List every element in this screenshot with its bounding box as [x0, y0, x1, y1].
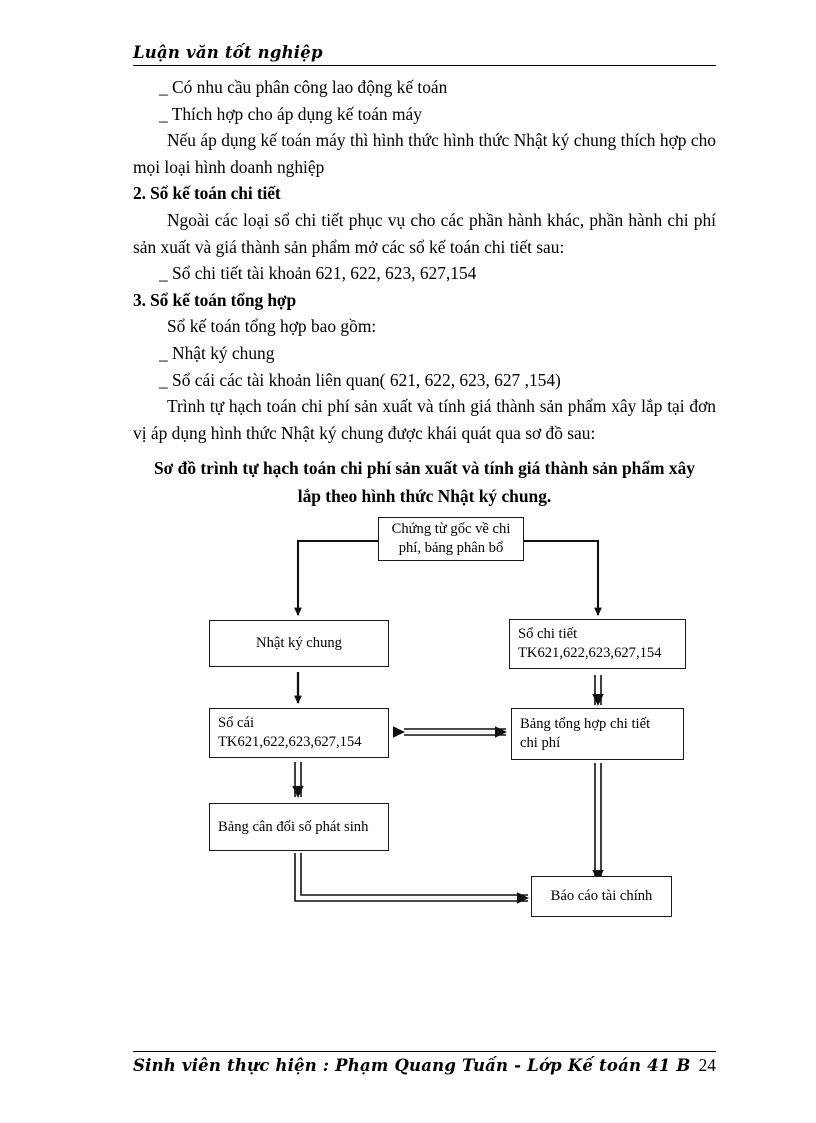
flow-node-so-chi-tiet[interactable]: Sổ chi tiết TK621,622,623,627,154	[509, 619, 686, 669]
document-body: _ Có nhu cầu phân công lao động kế toán …	[133, 74, 716, 510]
footer-row: Sinh viên thực hiện : Phạm Quang Tuấn - …	[133, 1055, 716, 1076]
section-heading-2: 2. Sổ kế toán chi tiết	[133, 183, 281, 204]
flow-node-so-cai-line1: Sổ cái	[218, 715, 255, 731]
flowchart-diagram: Chứng từ gốc về chi phí, bảng phân bổ Nh…	[0, 505, 816, 945]
footer-divider	[133, 1051, 716, 1052]
bullet-line-5: _ Sổ cái các tài khoản liên quan( 621, 6…	[159, 369, 561, 390]
page-header: Luận văn tốt nghiệp	[133, 43, 716, 66]
flow-node-chung-tu-goc[interactable]: Chứng từ gốc về chi phí, bảng phân bổ	[378, 517, 524, 561]
bullet-line-3: _ Sổ chi tiết tài khoản 621, 622, 623, 6…	[159, 263, 477, 284]
page-number: 24	[698, 1055, 716, 1075]
flow-node-chung-tu-goc-line2: phí, bảng phân bổ	[398, 540, 504, 556]
flow-node-bang-tong-hop[interactable]: Bảng tổng hợp chi tiết chi phí	[511, 708, 684, 760]
flow-node-so-chi-tiet-line1: Sổ chi tiết	[518, 626, 578, 642]
flow-node-bang-tong-hop-line2: chi phí	[520, 735, 561, 751]
flow-node-chung-tu-goc-line1: Chứng từ gốc về chi	[391, 521, 511, 537]
flow-node-bang-tong-hop-line1: Bảng tổng hợp chi tiết	[520, 716, 651, 732]
connector-bangcandoi-to-baocao-rail-inner	[300, 853, 528, 896]
flow-node-bang-can-doi[interactable]: Bảng cân đối số phát sinh	[209, 803, 389, 851]
paragraph-3: Sổ kế toán tổng hợp bao gồm:	[167, 316, 377, 337]
flow-node-so-cai[interactable]: Sổ cái TK621,622,623,627,154	[209, 708, 389, 758]
footer-author-line: Sinh viên thực hiện : Phạm Quang Tuấn - …	[133, 1056, 691, 1075]
connector-bangcandoi-to-baocao-rail-outer	[294, 853, 528, 902]
page-footer: Sinh viên thực hiện : Phạm Quang Tuấn - …	[133, 1051, 716, 1076]
bullet-line-4: _ Nhật ký chung	[159, 342, 275, 363]
flow-node-bao-cao-tai-chinh-line1: Báo cáo tài chính	[550, 888, 653, 904]
flowchart-connectors	[292, 539, 604, 904]
running-title: Luận văn tốt nghiệp	[133, 43, 323, 62]
flow-node-so-cai-line2: TK621,622,623,627,154	[218, 734, 362, 750]
flow-node-bang-can-doi-line1: Bảng cân đối số phát sinh	[218, 818, 369, 835]
connector-chungtu-to-sochitiet	[524, 539, 602, 616]
flow-node-nhat-ky-chung[interactable]: Nhật ký chung	[209, 620, 389, 667]
connector-chungtu-to-nhatky	[294, 539, 378, 616]
flow-node-bao-cao-tai-chinh[interactable]: Báo cáo tài chính	[531, 876, 672, 917]
bullet-line-2: _ Thích hợp cho áp dụng kế toán máy	[159, 103, 422, 124]
header-divider	[133, 64, 716, 66]
bullet-line-1: _ Có nhu cầu phân công lao động kế toán	[159, 77, 448, 97]
section-heading-3: 3. Sổ kế toán tổng hợp	[133, 289, 297, 310]
flow-node-so-chi-tiet-line2: TK621,622,623,627,154	[518, 645, 662, 661]
paragraph-2: Ngoài các loại sổ chi tiết phục vụ cho c…	[133, 209, 716, 257]
diagram-caption: Sơ đồ trình tự hạch toán chi phí sản xuấ…	[154, 458, 695, 507]
paragraph-4: Trình tự hạch toán chi phí sản xuất và t…	[133, 396, 716, 443]
paragraph-1: Nếu áp dụng kế toán máy thì hình thức hì…	[133, 130, 716, 177]
flow-node-nhat-ky-chung-line1: Nhật ký chung	[256, 635, 342, 651]
